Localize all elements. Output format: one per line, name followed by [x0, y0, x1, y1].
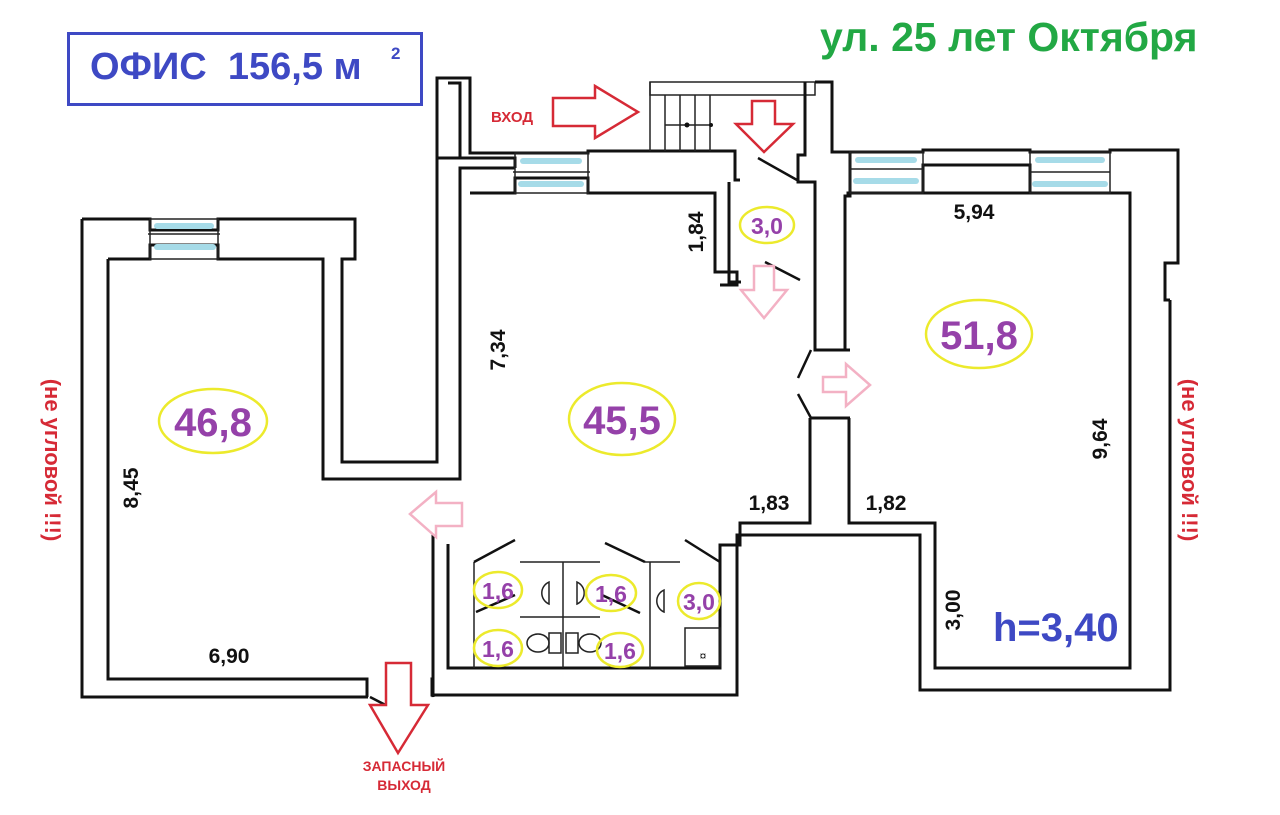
dim-left-height: 8,45 [120, 467, 143, 508]
left-office-arrow [408, 489, 464, 540]
not-corner-note-left: (не угловой !!!) [40, 378, 65, 542]
area-vestibule: 3,0 [751, 213, 783, 239]
emergency-exit-label-line2: ВЫХОД [377, 777, 430, 793]
entrance-down-arrow [732, 99, 797, 154]
area-wc-1: 1,6 [482, 578, 514, 604]
dim-left-width: 6,90 [209, 645, 250, 668]
area-ellipse-wc-2 [584, 573, 638, 613]
left-window [148, 218, 220, 260]
emergency-exit-arrow [367, 661, 431, 756]
right-office-door-upper [796, 349, 813, 379]
area-ellipse-central-hall [567, 381, 677, 457]
dim-right-height: 9,64 [1089, 418, 1112, 459]
vestibule-down-arrow [738, 264, 790, 320]
area-ellipse-wc-3 [472, 628, 524, 668]
dim-vestibule-length: 1,84 [685, 211, 708, 252]
central-window [513, 152, 590, 194]
area-ellipse-vestibule [738, 205, 796, 245]
dim-right-bottom-width: 1,82 [866, 492, 907, 515]
dim-right-notch-height: 3,00 [942, 590, 965, 631]
central-hall-walls [430, 76, 1172, 698]
area-ellipse-washroom [676, 581, 722, 621]
area-left-office: 46,8 [174, 401, 252, 445]
area-central-hall: 45,5 [583, 399, 661, 443]
area-wc-2: 1,6 [595, 581, 627, 607]
area-ellipse-wc-4 [595, 631, 645, 669]
svg-text:¤: ¤ [700, 649, 707, 663]
street-name: ул. 25 лет Октября [820, 14, 1198, 60]
area-right-office: 51,8 [940, 314, 1018, 358]
area-wc-4: 1,6 [604, 638, 636, 664]
area-ellipse-wc-1 [472, 570, 524, 610]
vestibule-walls [727, 80, 1110, 420]
area-ellipse-left-office [157, 387, 269, 455]
dim-right-top-width: 5,94 [954, 201, 995, 224]
left-office-walls [80, 156, 517, 699]
entrance-arrow [551, 83, 641, 141]
title-box [67, 32, 423, 106]
wc-block: ¤ [473, 538, 721, 668]
area-wc-3: 1,6 [482, 636, 514, 662]
area-washroom: 3,0 [683, 589, 715, 615]
right-office-arrow [821, 361, 872, 409]
ceiling-height-label: h=3,40 [993, 606, 1119, 650]
office-title-superscript: 2 [391, 44, 401, 63]
entrance-label: ВХОД [491, 109, 533, 126]
entrance-door [757, 156, 798, 182]
office-title: ОФИС 156,5 м [90, 46, 362, 88]
not-corner-note-right: (не угловой !!!) [1177, 378, 1202, 542]
area-ellipse-right-office [924, 298, 1034, 370]
stairwell [649, 81, 816, 151]
right-office-door-lower [796, 393, 813, 419]
emergency-exit-label-line1: ЗАПАСНЫЙ [363, 757, 446, 774]
dim-hall-height: 7,34 [487, 329, 510, 370]
right-windows [849, 151, 1111, 194]
dim-hall-bottom-width: 1,83 [749, 492, 790, 515]
